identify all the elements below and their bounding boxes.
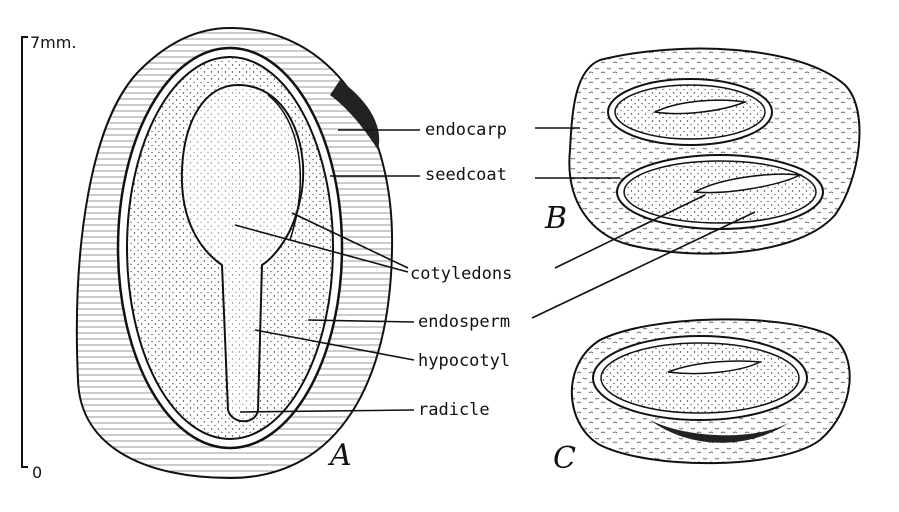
scale-bar: 7mm. 0 [21,33,76,482]
seed-cross-section-b: B [544,47,861,255]
figure-label-c: C [553,441,576,476]
seed-cross-section-c: C [553,318,851,476]
label-seedcoat: seedcoat [425,165,507,185]
embryo [180,83,305,423]
scale-bottom-label: 0 [32,463,42,482]
endocarp-shadow [330,80,380,150]
figure-label-b: B [544,201,567,236]
label-endocarp: endocarp [425,120,507,140]
label-endosperm: endosperm [418,312,510,332]
scale-top-label: 7mm. [30,33,76,52]
label-hypocotyl: hypocotyl [418,351,510,371]
leader-lines [234,127,756,413]
label-radicle: radicle [418,400,490,420]
part-labels: endocarp seedcoat cotyledons endosperm h… [410,120,512,420]
seed-longitudinal-section-a: A [75,26,394,480]
figure-label-a: A [327,438,352,473]
label-cotyledons: cotyledons [410,264,512,284]
